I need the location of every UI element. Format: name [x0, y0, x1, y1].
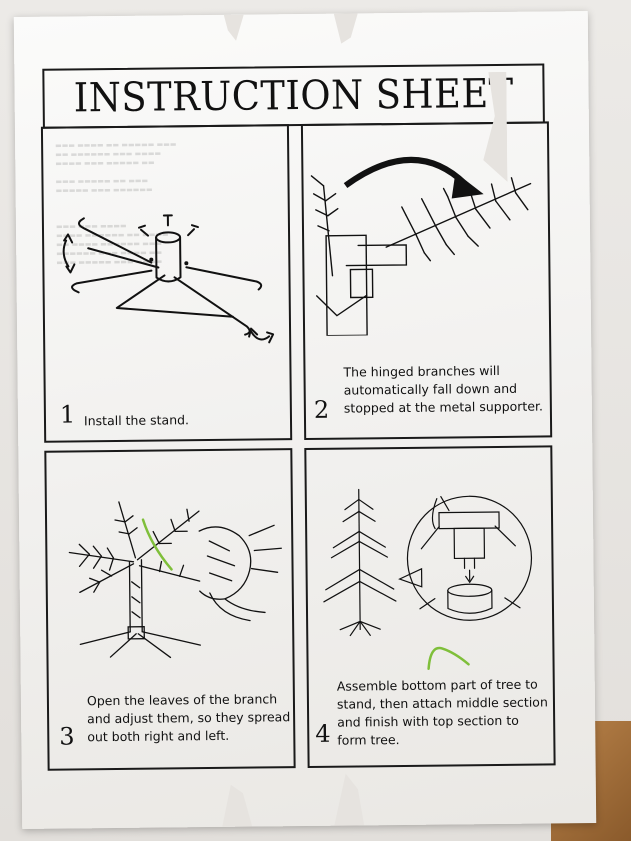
- title-box: INSTRUCTION SHEET: [42, 63, 545, 129]
- caption-line: form tree.: [337, 732, 400, 748]
- caption-line: and finish with top section to: [337, 712, 519, 730]
- caption-line: out both right and left.: [87, 727, 230, 745]
- caption-line: automatically fall down and: [343, 380, 518, 398]
- step-1-caption: Install the stand.: [84, 411, 189, 430]
- step-3-panel: 3 Open the leaves of the branch and adju…: [44, 448, 296, 771]
- paper-tear: [222, 785, 252, 827]
- caption-line: Assemble bottom part of tree to: [336, 676, 538, 694]
- step-4-number: 4: [315, 719, 331, 748]
- pine-needle: [427, 646, 470, 670]
- caption-line: The hinged branches will: [343, 362, 500, 380]
- branch-spreading-illustration: [68, 501, 282, 659]
- paper-tear: [224, 15, 244, 41]
- stand-illustration: [62, 214, 275, 344]
- paper-tear: [334, 773, 365, 825]
- caption-line: stand, then attach middle section: [336, 694, 548, 712]
- paper-tear: [334, 13, 358, 43]
- step-1-number: 1: [59, 400, 76, 429]
- caption-line: Open the leaves of the branch: [86, 691, 278, 709]
- instruction-sheet: ▬▬▬ ▬▬▬▬ ▬▬ ▬▬▬▬▬ ▬▬▬▬▬ ▬▬▬▬▬▬ ▬▬▬ ▬▬▬▬▬…: [13, 11, 597, 829]
- tree-assembly-illustration: [323, 488, 533, 637]
- step-4-caption: Assemble bottom part of tree to stand, t…: [337, 675, 549, 749]
- sheet-title: INSTRUCTION SHEET: [73, 70, 514, 122]
- step-2-caption: The hinged branches will automatically f…: [343, 362, 543, 418]
- caption-line: Install the stand.: [83, 412, 190, 429]
- step-2-panel: 2 The hinged branches will automatically…: [300, 121, 553, 441]
- caption-line: and adjust them, so they spread: [87, 709, 291, 727]
- pine-needle: [141, 518, 173, 571]
- step-3-caption: Open the leaves of the branch and adjust…: [87, 690, 291, 746]
- caption-line: stopped at the metal supporter.: [343, 398, 544, 416]
- step-3-number: 3: [59, 722, 75, 751]
- step-1-panel: 1 Install the stand.: [40, 124, 293, 443]
- step-2-number: 2: [313, 395, 330, 424]
- step-4-panel: 4 Assemble bottom part of tree to stand,…: [304, 445, 556, 768]
- hinged-branch-illustration: [310, 156, 532, 336]
